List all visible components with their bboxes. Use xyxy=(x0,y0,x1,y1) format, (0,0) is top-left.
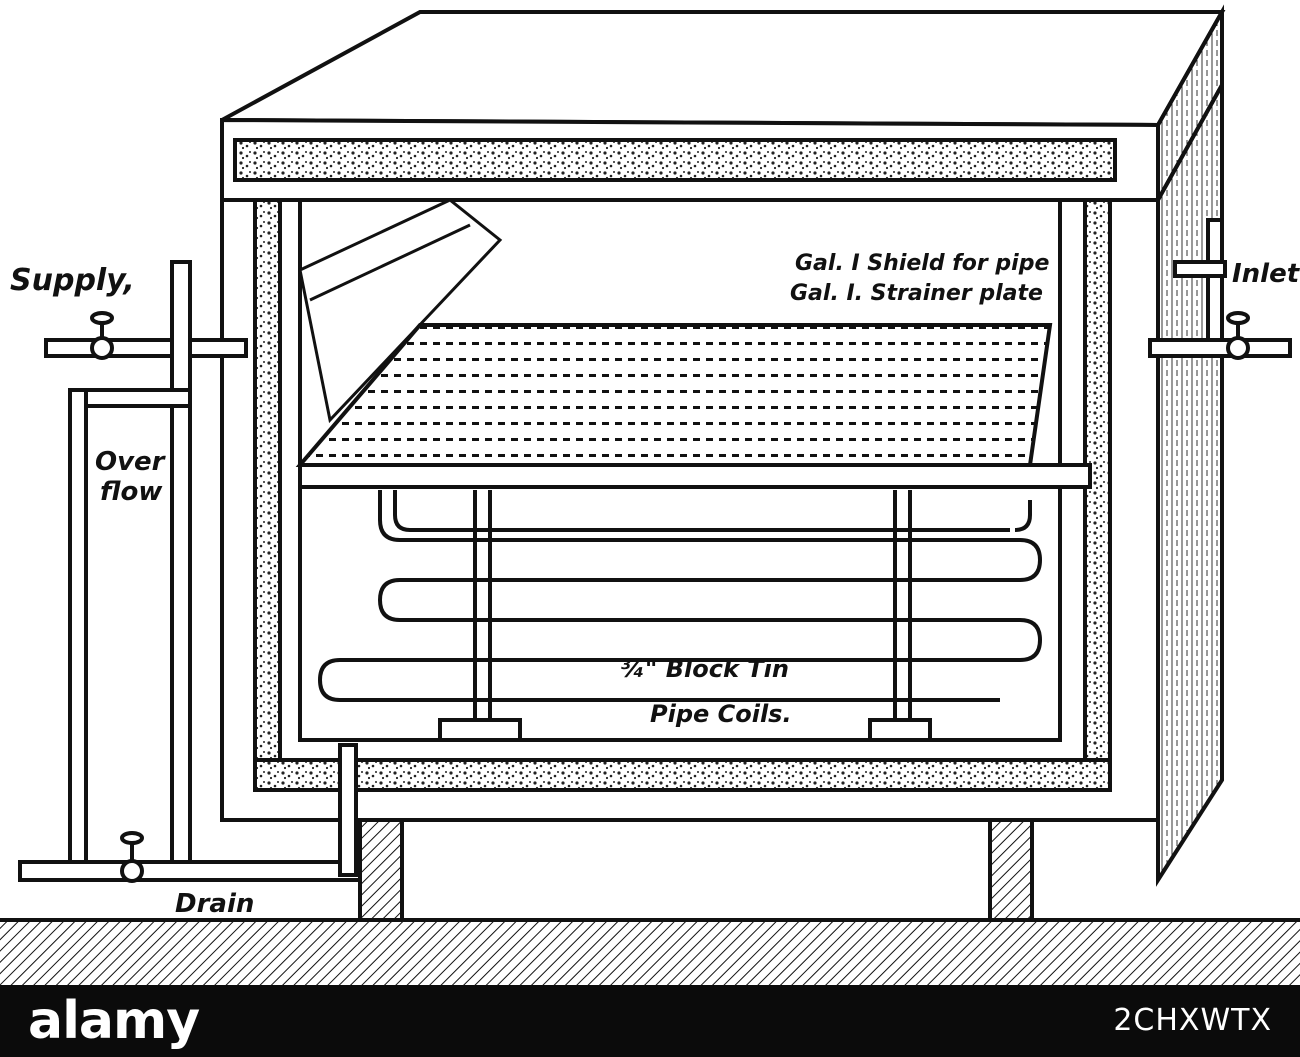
label-pipe-coils: Pipe Coils. xyxy=(650,700,792,728)
right-plumbing xyxy=(1148,218,1292,360)
left-plumbing xyxy=(18,260,362,883)
labels: Supply, Over flow Drain Inlet Gal. I Shi… xyxy=(10,251,1300,919)
pipe-coils xyxy=(317,490,1043,742)
alamy-logo: alamy xyxy=(28,991,200,1051)
stock-image-id: 2CHXWTX xyxy=(1113,1003,1272,1038)
box-legs xyxy=(358,818,1034,922)
label-strainer: Gal. I. Strainer plate xyxy=(790,281,1043,306)
label-overflow-2: flow xyxy=(100,477,163,507)
box-lid xyxy=(220,4,1226,208)
ground-hatch xyxy=(0,918,1300,985)
label-drain: Drain xyxy=(175,889,254,919)
strainer-plate xyxy=(295,323,1092,489)
label-block-tin: ¾" Block Tin xyxy=(620,655,789,683)
pipe-shield xyxy=(298,198,503,424)
label-inlet: Inlet xyxy=(1232,259,1300,289)
label-shield: Gal. I Shield for pipe xyxy=(795,251,1049,276)
label-supply: Supply, xyxy=(10,263,135,298)
cooler-illustration: Supply, Over flow Drain Inlet Gal. I Shi… xyxy=(0,4,1300,985)
stock-banner: alamy 2CHXWTX xyxy=(0,985,1300,1057)
label-overflow-1: Over xyxy=(95,447,167,477)
box-right-side xyxy=(1156,77,1224,887)
